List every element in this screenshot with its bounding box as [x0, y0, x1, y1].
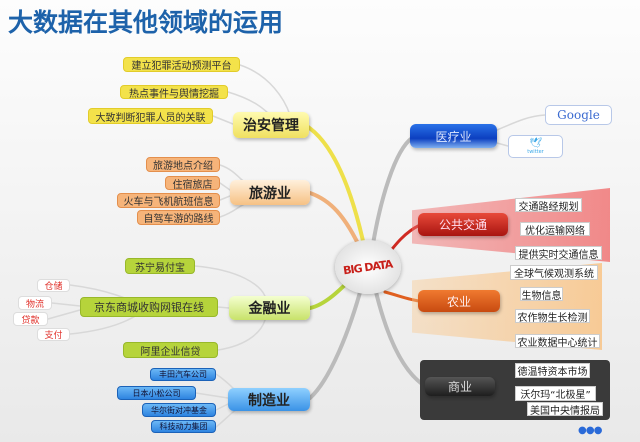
security-node[interactable]: 治安管理	[233, 112, 309, 138]
finance-node[interactable]: 金融业	[229, 296, 310, 320]
tourism-item[interactable]: 自驾车游的路线	[137, 210, 220, 225]
manufacturing-item[interactable]: 日本小松公司	[117, 386, 196, 400]
finance-sub-item[interactable]: 贷款	[13, 312, 48, 326]
transport-node[interactable]: 公共交通	[418, 213, 508, 236]
tourism-item[interactable]: 住宿旅店	[165, 176, 220, 191]
finance-item[interactable]: 苏宁易付宝	[125, 258, 195, 274]
security-item[interactable]: 建立犯罪活动预测平台	[123, 57, 240, 72]
finance-sub-item[interactable]: 物流	[18, 296, 52, 310]
finance-item[interactable]: 阿里企业信贷	[123, 342, 218, 358]
medical-node[interactable]: 医疗业	[410, 124, 497, 148]
tourism-item[interactable]: 旅游地点介绍	[146, 157, 220, 172]
agriculture-item[interactable]: 全球气候观测系统	[510, 265, 598, 280]
security-item[interactable]: 大致判断犯罪人员的关联	[88, 108, 213, 124]
agriculture-item[interactable]: 农作物生长检测	[515, 309, 590, 324]
manufacturing-item[interactable]: 丰田汽车公司	[150, 368, 216, 381]
agriculture-item[interactable]: 生物信息	[520, 287, 563, 302]
twitter-bird-icon: 🕊	[529, 137, 542, 149]
business-item[interactable]: 德温特资本市场	[515, 363, 590, 378]
page-title: 大数据在其他领域的运用	[8, 8, 284, 37]
google-logo-box[interactable]: Google	[545, 105, 612, 125]
security-item[interactable]: 热点事件与舆情挖掘	[120, 85, 228, 100]
business-item[interactable]: 美国中央情报局	[527, 402, 603, 417]
manufacturing-item[interactable]: 华尔街对冲基金	[142, 403, 216, 417]
tourism-item[interactable]: 火车与飞机航班信息	[117, 193, 220, 208]
twitter-logo-box[interactable]: 🕊 twitter	[508, 135, 563, 158]
manufacturing-node[interactable]: 制造业	[228, 388, 310, 411]
agriculture-item[interactable]: 农业数据中心统计	[515, 334, 600, 349]
transport-item[interactable]: 提供实时交通信息	[515, 246, 602, 261]
transport-item[interactable]: 交通路经规划	[515, 198, 582, 213]
big-data-center-node[interactable]: BIG DATA	[335, 240, 401, 294]
footprint-logo-icon: ● ● ●	[578, 425, 603, 436]
finance-item[interactable]: 京东商城收购网银在线	[80, 297, 218, 317]
finance-sub-item[interactable]: 仓储	[37, 279, 70, 292]
business-item[interactable]: 沃尔玛“北极星”	[515, 386, 596, 401]
finance-sub-item[interactable]: 支付	[37, 328, 70, 341]
google-logo: Google	[557, 108, 600, 122]
manufacturing-item[interactable]: 科技动力集团	[151, 420, 216, 433]
tourism-node[interactable]: 旅游业	[230, 180, 310, 205]
big-data-label: BIG DATA	[342, 257, 394, 277]
transport-item[interactable]: 优化运输网络	[520, 222, 590, 237]
agriculture-node[interactable]: 农业	[418, 290, 500, 312]
twitter-logo: twitter	[527, 148, 544, 155]
business-node[interactable]: 商业	[425, 377, 495, 396]
